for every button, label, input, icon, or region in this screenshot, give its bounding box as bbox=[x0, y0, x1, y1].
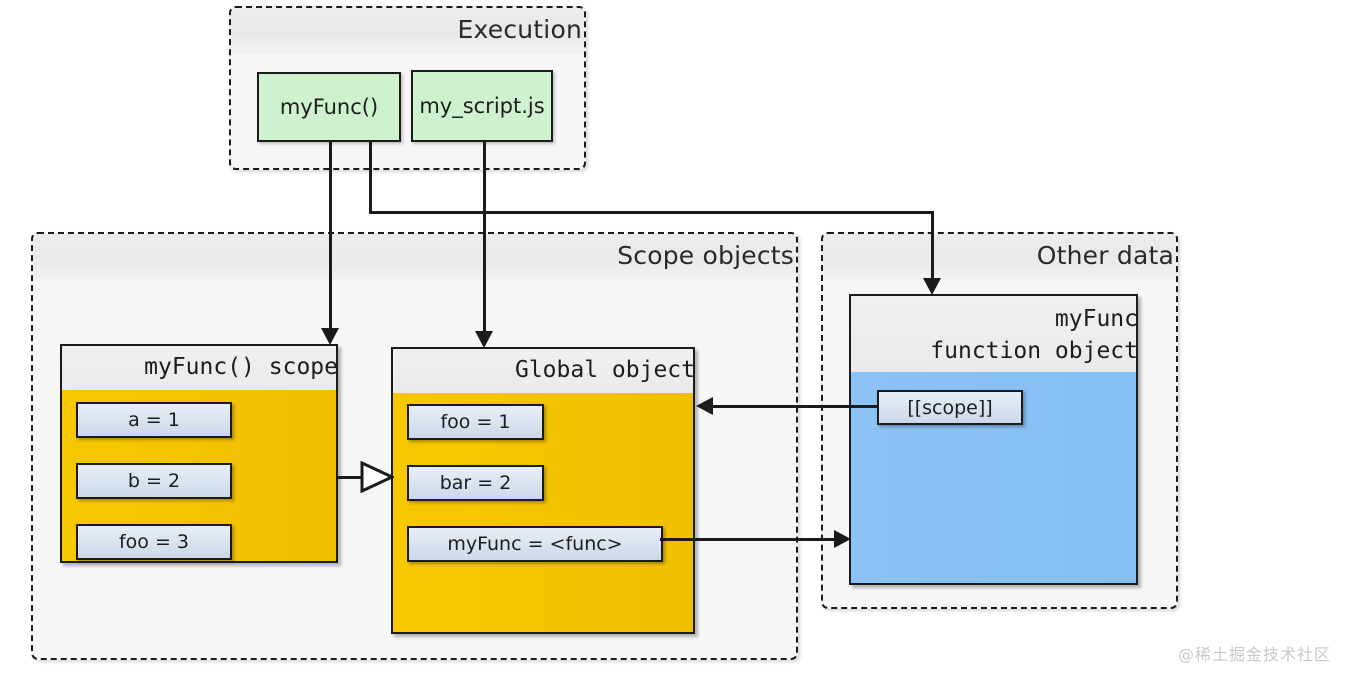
object-global-titlebar: Global object bbox=[393, 349, 695, 393]
connector-myfunc-to-funcobj-seg1 bbox=[369, 142, 372, 214]
connector-myfunc-to-scope-line bbox=[329, 142, 332, 332]
variable-chip-label: [[scope]] bbox=[907, 396, 993, 419]
connector-myfunc-to-scope-arrowhead bbox=[321, 328, 339, 345]
variable-chip[interactable]: foo = 1 bbox=[407, 404, 544, 440]
group-other-data-title: Other data bbox=[1036, 241, 1174, 270]
connector-script-to-global-arrowhead bbox=[475, 331, 493, 348]
group-execution-header bbox=[231, 8, 584, 54]
object-myfunc-function[interactable]: myFunc function object [[scope]] bbox=[849, 294, 1138, 585]
object-myfunc-function-titlebar: myFunc function object bbox=[851, 296, 1138, 372]
group-scope-objects-title: Scope objects bbox=[617, 241, 794, 270]
variable-chip-label: b = 2 bbox=[127, 470, 181, 492]
variable-chip[interactable]: foo = 3 bbox=[76, 524, 232, 560]
connector-myfunc-to-funcobj-arrowhead bbox=[923, 278, 941, 295]
variable-chip[interactable]: myFunc = <func> bbox=[407, 526, 663, 562]
variable-chip[interactable]: bar = 2 bbox=[407, 465, 544, 501]
group-other-data-header bbox=[823, 234, 1176, 280]
execution-item-myfunc-label: myFunc() bbox=[279, 95, 379, 119]
connector-myfunc-to-funcobj-seg3 bbox=[931, 211, 934, 283]
connector-myfunc-value-line bbox=[660, 538, 840, 541]
object-myfunc-function-title-line2: function object bbox=[930, 338, 1138, 364]
execution-item-myfunc[interactable]: myFunc() bbox=[257, 72, 401, 142]
group-execution-title: Execution bbox=[457, 15, 582, 44]
variable-chip-label: foo = 1 bbox=[440, 411, 511, 433]
variable-chip-label: bar = 2 bbox=[439, 472, 512, 494]
connector-scope-ref-line bbox=[712, 405, 877, 408]
connector-myfunc-to-funcobj-seg2 bbox=[369, 211, 934, 214]
watermark: @稀土掘金技术社区 bbox=[1178, 645, 1332, 664]
variable-chip[interactable]: b = 2 bbox=[76, 463, 232, 499]
variable-chip[interactable]: [[scope]] bbox=[877, 390, 1023, 425]
variable-chip[interactable]: a = 1 bbox=[76, 402, 232, 438]
connector-scope-ref-arrowhead bbox=[696, 397, 713, 415]
variable-chip-label: a = 1 bbox=[128, 409, 180, 431]
variable-chip-label: foo = 3 bbox=[118, 531, 190, 553]
object-myfunc-scope-title: myFunc() scope bbox=[144, 354, 338, 380]
object-myfunc-scope-titlebar: myFunc() scope bbox=[62, 346, 338, 390]
connector-scope-chain-hollow-triangle bbox=[360, 461, 394, 493]
variable-chip-label: myFunc = <func> bbox=[447, 533, 623, 555]
object-global-title: Global object bbox=[514, 357, 695, 383]
connector-script-to-global-line bbox=[483, 142, 486, 335]
execution-item-my-script-js-label: my_script.js bbox=[419, 94, 545, 118]
connector-myfunc-value-arrowhead bbox=[834, 530, 851, 548]
object-myfunc-function-title-line1: myFunc bbox=[1054, 306, 1138, 332]
connector-scope-chain-line bbox=[338, 476, 363, 479]
object-global[interactable]: Global object foo = 1 bar = 2 myFunc = <… bbox=[391, 347, 695, 634]
object-myfunc-scope[interactable]: myFunc() scope a = 1 b = 2 foo = 3 bbox=[60, 344, 338, 563]
execution-item-my-script-js[interactable]: my_script.js bbox=[411, 70, 553, 142]
group-scope-objects-header bbox=[33, 234, 796, 280]
